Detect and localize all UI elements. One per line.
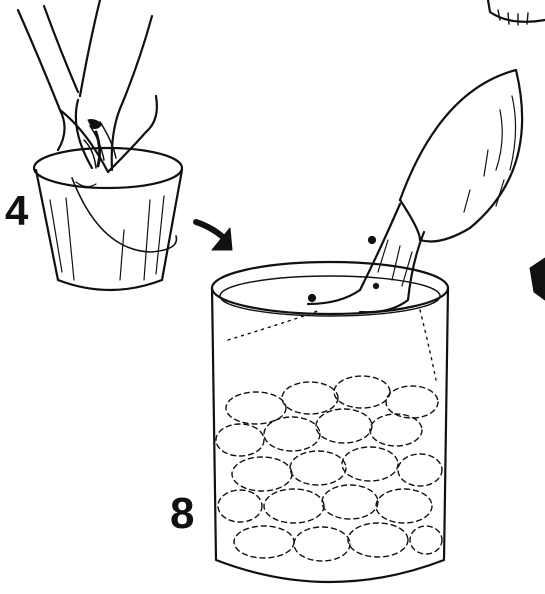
step-number-label: 4 — [5, 190, 28, 232]
bucket-illustration — [34, 148, 182, 290]
bucket-handle — [72, 178, 176, 252]
bucket-rim — [34, 148, 182, 188]
partial-object-top-right — [488, 0, 545, 25]
hands-illustration — [18, 0, 157, 172]
jar-rim — [212, 262, 448, 314]
step-number-label: 8 — [170, 492, 194, 536]
arrow-partial-right-icon — [530, 258, 545, 300]
jar-body — [212, 288, 448, 582]
arrow-down-right-icon — [196, 222, 232, 250]
jar-illustration — [212, 262, 448, 582]
stones-in-jar — [216, 376, 442, 561]
pouring-liquid — [308, 204, 424, 312]
bowl-illustration — [400, 70, 522, 242]
